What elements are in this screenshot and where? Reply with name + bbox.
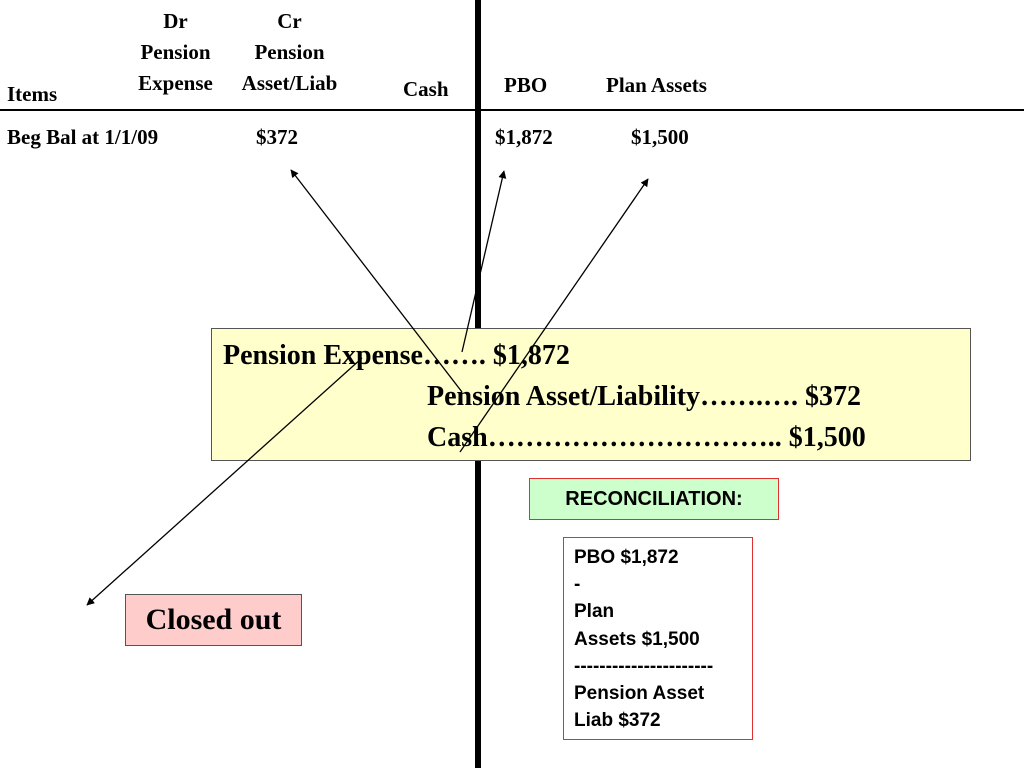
closed-out-label: Closed out bbox=[125, 594, 302, 646]
recon-line-rule: ---------------------- bbox=[574, 655, 714, 677]
header-pension-expense-line-2: Pension bbox=[140, 40, 211, 64]
row-label: Beg Bal at 1/1/09 bbox=[7, 125, 159, 149]
header-pension-expense-line-1: Dr bbox=[163, 9, 188, 33]
recon-line-pbo: PBO $1,872 bbox=[574, 547, 679, 568]
reconciliation-title: RECONCILIATION: bbox=[529, 478, 779, 520]
entry-pension-asset-liability: Pension Asset/Liability…….…. $372 bbox=[427, 381, 862, 412]
header-pbo: PBO bbox=[504, 73, 548, 97]
header-pension-expense: Dr Pension Expense bbox=[128, 6, 223, 99]
header-pension-asset-liab-line-2: Pension bbox=[254, 40, 325, 64]
header-pension-asset-liab-line-1: Cr bbox=[277, 9, 302, 33]
recon-line-pension-asset: Pension Asset bbox=[574, 683, 705, 705]
row-pbo: $1,872 bbox=[495, 125, 553, 149]
arrow-to-pbo bbox=[461, 170, 507, 353]
row-pension-asset-liab: $372 bbox=[256, 125, 298, 149]
header-items: Items bbox=[7, 82, 58, 106]
row-plan-assets: $1,500 bbox=[631, 125, 689, 149]
reconciliation-box: PBO $1,872 - Plan Assets $1,500 --------… bbox=[563, 537, 753, 740]
recon-line-plan: Plan bbox=[574, 601, 615, 623]
header-cash: Cash bbox=[403, 77, 449, 101]
entry-pension-expense: Pension Expense……. $1,872 bbox=[223, 340, 570, 371]
header-plan-assets: Plan Assets bbox=[606, 73, 707, 97]
recon-line-minus: - bbox=[574, 574, 581, 596]
header-divider bbox=[0, 109, 1024, 111]
journal-entry-box: Pension Expense……. $1,872 Pension Asset/… bbox=[211, 328, 971, 461]
header-pension-expense-line-3: Expense bbox=[138, 71, 213, 95]
header-pension-asset-liab-line-3: Asset/Liab bbox=[241, 71, 338, 95]
recon-line-plan-assets: Assets $1,500 bbox=[574, 628, 700, 650]
recon-line-liab: Liab $372 bbox=[574, 710, 661, 732]
entry-cash: Cash………………………….. $1,500 bbox=[427, 422, 866, 453]
header-pension-asset-liab: Cr Pension Asset/Liab bbox=[237, 6, 342, 99]
